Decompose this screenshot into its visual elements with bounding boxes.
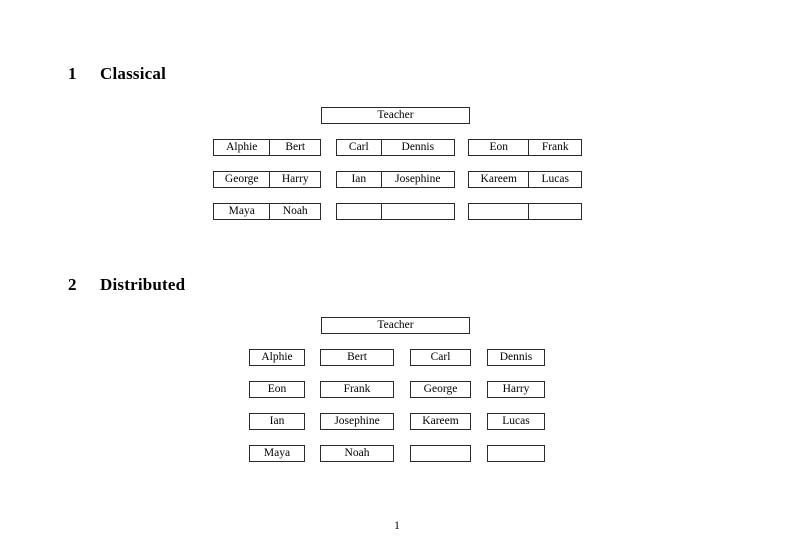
pair-group-left-row-1: Alphie Bert: [213, 139, 321, 156]
name-cell: Frank: [528, 140, 581, 155]
name-box-empty: [410, 445, 471, 462]
name-cell: Bert: [269, 140, 320, 155]
name-box: Alphie: [249, 349, 305, 366]
name-cell-empty: [380, 204, 454, 219]
name-box: Carl: [410, 349, 471, 366]
name-box: Lucas: [487, 413, 545, 430]
name-cell: Noah: [269, 204, 320, 219]
pair-group-middle-row-3: [336, 203, 455, 220]
name-box: Josephine: [320, 413, 394, 430]
name-box: George: [410, 381, 471, 398]
section-heading-classical: 1 Classical: [68, 64, 166, 84]
pair-group-middle-row-2: Ian Josephine: [336, 171, 455, 188]
pair-group-left-row-2: George Harry: [213, 171, 321, 188]
pair-group-right-row-3: [468, 203, 582, 220]
section-heading-distributed: 2 Distributed: [68, 275, 185, 295]
name-cell-empty: [337, 204, 381, 219]
name-cell-empty: [528, 204, 581, 219]
name-cell: Alphie: [226, 141, 258, 153]
name-box: Ian: [249, 413, 305, 430]
name-box-empty: [487, 445, 545, 462]
section-title: Classical: [100, 64, 167, 83]
name-cell: Kareem: [480, 173, 517, 185]
pair-group-right-row-2: Kareem Lucas: [468, 171, 582, 188]
page-number: 1: [394, 520, 400, 532]
teacher-box-distributed: Teacher: [321, 317, 470, 334]
name-cell: Carl: [348, 141, 369, 153]
section-title: Distributed: [100, 275, 186, 294]
name-cell: Eon: [489, 141, 508, 153]
name-box: Bert: [320, 349, 394, 366]
teacher-box-classical: Teacher: [321, 107, 470, 124]
name-cell: Lucas: [528, 172, 581, 187]
name-box: Eon: [249, 381, 305, 398]
name-cell: Maya: [228, 205, 255, 217]
pair-group-left-row-3: Maya Noah: [213, 203, 321, 220]
pair-group-middle-row-1: Carl Dennis: [336, 139, 455, 156]
name-box: Noah: [320, 445, 394, 462]
name-box: Harry: [487, 381, 545, 398]
section-number: 1: [68, 64, 77, 83]
section-number: 2: [68, 275, 77, 294]
name-box: Kareem: [410, 413, 471, 430]
name-cell-empty: [469, 204, 528, 219]
name-box: Frank: [320, 381, 394, 398]
pair-group-right-row-1: Eon Frank: [468, 139, 582, 156]
name-cell: Dennis: [380, 140, 454, 155]
name-box: Dennis: [487, 349, 545, 366]
name-cell: Harry: [269, 172, 320, 187]
name-box: Maya: [249, 445, 305, 462]
name-cell: Ian: [351, 173, 367, 185]
name-cell: Josephine: [380, 172, 454, 187]
name-cell: George: [224, 173, 259, 185]
